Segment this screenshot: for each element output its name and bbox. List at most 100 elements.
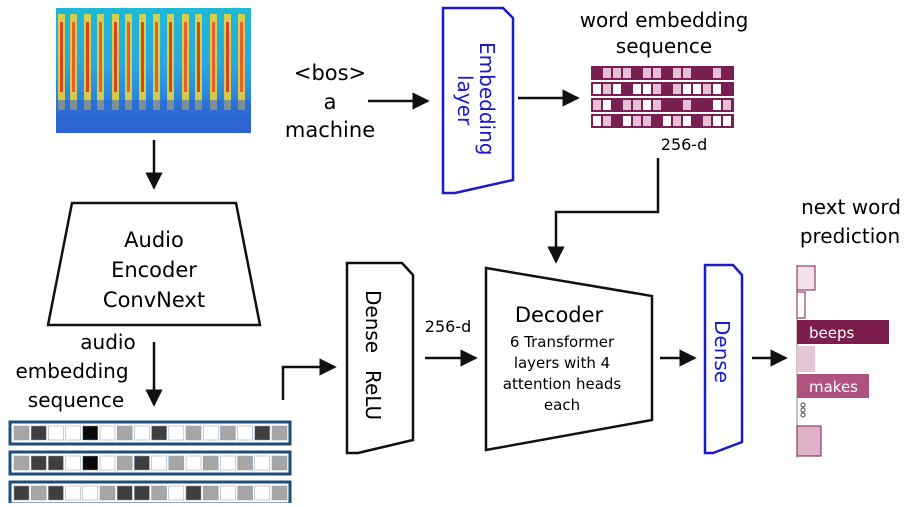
word-embedding-cell bbox=[663, 116, 671, 126]
spectrogram-peak bbox=[240, 22, 243, 92]
audio-embedding-cell bbox=[30, 425, 47, 441]
audio-embedding-cell bbox=[48, 455, 64, 471]
word-embedding-row bbox=[591, 66, 734, 80]
audio-embedding-label-line3: sequence bbox=[28, 388, 124, 412]
word-embedding-cell bbox=[603, 116, 611, 126]
audio-embedding-cell bbox=[220, 425, 236, 441]
word-embedding-cell bbox=[713, 100, 721, 110]
word-embedding-cell bbox=[663, 68, 671, 78]
word-embedding-cell bbox=[653, 100, 661, 110]
audio-embedding-cell bbox=[271, 455, 288, 471]
spectrogram-peak bbox=[114, 22, 117, 92]
word-embedding-cell bbox=[703, 116, 711, 126]
word-embedding-cell bbox=[623, 116, 631, 126]
word-embedding-cell bbox=[633, 116, 641, 126]
audio-embedding-cell bbox=[271, 485, 288, 501]
prediction-word-makes: makes bbox=[809, 378, 858, 396]
audio-embedding-cell bbox=[82, 455, 99, 471]
dense-block: Dense bbox=[703, 263, 744, 455]
dense-relu-label-line2: ReLU bbox=[361, 370, 385, 420]
word-embedding-cell bbox=[683, 100, 691, 110]
word-embedding-cell bbox=[663, 84, 671, 94]
spectrogram-peak bbox=[155, 22, 158, 92]
decoder-desc-line4: each bbox=[544, 396, 580, 414]
audio-embedding-cell bbox=[168, 425, 185, 441]
word-embedding-cell bbox=[613, 84, 621, 94]
ellipsis-dots bbox=[800, 402, 806, 418]
audio-embedding-cell bbox=[99, 455, 116, 471]
dim-label-top: 256-d bbox=[661, 135, 707, 154]
audio-embedding-cell bbox=[99, 485, 116, 501]
word-embedding-cell bbox=[653, 84, 661, 94]
spectrogram-peak bbox=[212, 22, 215, 92]
word-embedding-cell bbox=[713, 116, 721, 126]
audio-embedding-cell bbox=[237, 485, 253, 501]
decoder-block: Decoder 6 Transformer layers with 4 atte… bbox=[484, 266, 654, 452]
spectrogram-peak bbox=[169, 22, 172, 92]
word-embedding-cell bbox=[663, 100, 671, 110]
word-embedding-cell bbox=[673, 68, 681, 78]
embedding-layer-label-line1: Embedding bbox=[475, 42, 499, 155]
token-a: a bbox=[324, 90, 337, 114]
word-embedding-row bbox=[591, 98, 734, 112]
dim-label-mid: 256-d bbox=[425, 317, 471, 336]
word-embedding-row bbox=[591, 82, 734, 96]
audio-embedding-cell bbox=[134, 455, 150, 471]
spectrogram-peak bbox=[197, 22, 200, 92]
audio-embedding-cell bbox=[220, 455, 236, 471]
prediction-bar-small bbox=[796, 291, 806, 319]
word-embedding-cell bbox=[633, 84, 641, 94]
word-embedding-cell bbox=[713, 68, 721, 78]
audio-embedding-cell bbox=[116, 425, 133, 441]
prediction-bar-mid bbox=[797, 346, 815, 372]
word-embedding-cell bbox=[683, 116, 691, 126]
word-embedding-cell bbox=[613, 68, 621, 78]
prediction-bar-makes bbox=[797, 374, 869, 398]
word-embedding-cell bbox=[703, 84, 711, 94]
audio-embedding-cell bbox=[151, 455, 167, 471]
word-embedding-cell bbox=[693, 116, 701, 126]
audio-embedding-sequence bbox=[8, 420, 292, 506]
decoder-desc-line3: attention heads bbox=[503, 375, 622, 393]
audio-encoder-label-line2: Encoder bbox=[111, 258, 197, 282]
audio-embedding-cell bbox=[202, 455, 219, 471]
audio-embedding-label-line2: embedding bbox=[15, 359, 128, 383]
word-embedding-cell bbox=[723, 100, 731, 110]
audio-embedding-cell bbox=[65, 425, 81, 441]
audio-embedding-cell bbox=[65, 455, 81, 471]
word-embedding-cell bbox=[593, 68, 601, 78]
word-embedding-cell bbox=[633, 100, 641, 110]
prediction-word-beeps: beeps bbox=[809, 324, 855, 342]
audio-embedding-cell bbox=[185, 455, 202, 471]
word-embedding-cell bbox=[673, 100, 681, 110]
spectrogram-peak bbox=[60, 22, 63, 92]
prediction-bar-bottom bbox=[796, 425, 822, 457]
decoder-desc-line1: 6 Transformer bbox=[510, 333, 615, 351]
spectrogram-peak bbox=[141, 22, 144, 92]
audio-embedding-cell bbox=[13, 485, 30, 501]
word-embedding-cell bbox=[623, 100, 631, 110]
word-embedding-cell bbox=[593, 116, 601, 126]
word-embedding-label-line1: word embedding bbox=[580, 8, 749, 32]
word-embedding-cell bbox=[643, 84, 651, 94]
word-embedding-cell bbox=[643, 68, 651, 78]
spectrogram-peak bbox=[99, 22, 102, 92]
audio-embedding-cell bbox=[48, 425, 64, 441]
audio-embedding-cell bbox=[116, 485, 133, 501]
word-embedding-cell bbox=[703, 68, 711, 78]
audio-embedding-cell bbox=[168, 485, 185, 501]
word-embedding-cell bbox=[633, 68, 641, 78]
prediction-bar-top bbox=[796, 265, 816, 291]
word-embedding-cell bbox=[643, 100, 651, 110]
word-embedding-cell bbox=[683, 84, 691, 94]
audio-embedding-cell bbox=[13, 425, 30, 441]
word-embedding-cell bbox=[693, 68, 701, 78]
audio-embedding-cell bbox=[237, 455, 253, 471]
audio-embedding-cell bbox=[116, 455, 133, 471]
audio-embedding-cell bbox=[134, 425, 150, 441]
word-embedding-cell bbox=[703, 100, 711, 110]
word-embedding-cell bbox=[593, 100, 601, 110]
dense-label: Dense bbox=[710, 320, 734, 383]
word-embedding-cell bbox=[603, 68, 611, 78]
